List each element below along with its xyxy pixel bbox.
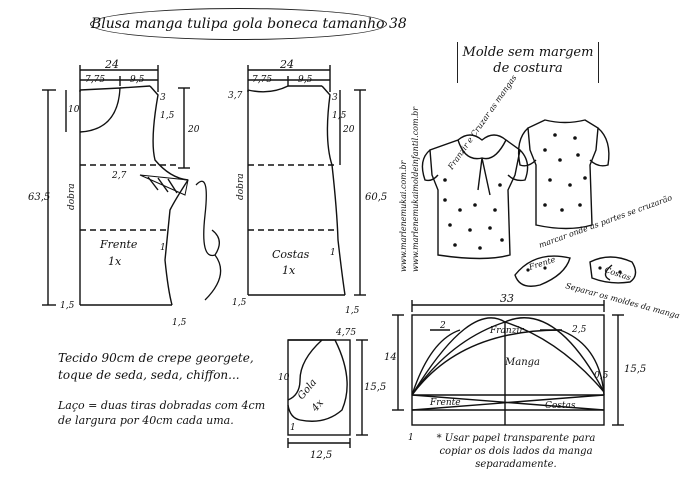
collar-bottom-offset: 1 (290, 423, 296, 433)
front-bust-dart: 2,7 (111, 171, 127, 181)
sleeve-height-left: 14 (384, 352, 397, 363)
back-height: 60,5 (365, 192, 387, 203)
note-box: Molde sem margem de costura (457, 42, 599, 83)
back-hem-left: 1,5 (232, 298, 247, 308)
laco-note: Laço = duas tiras dobradas com 4cm de la… (58, 398, 270, 428)
blouse-sketch-front (421, 134, 529, 260)
sleeve-left-mark: 2 (439, 321, 446, 331)
website-2: www.marlenemukaimoldeinfantil.com.br (411, 106, 420, 272)
blouse-sketch-back (517, 119, 610, 230)
front-neck-depth: 10 (68, 105, 80, 115)
collar-width: 12,5 (310, 450, 332, 461)
front-waist-offset: 1 (160, 243, 166, 253)
fabric-note-text: Tecido 90cm de crepe georgete, toque de … (58, 351, 254, 382)
back-neck-rise: 3,7 (228, 91, 243, 101)
laco-note-text: Laço = duas tiras dobradas com 4cm de la… (58, 399, 266, 427)
collar-piece (287, 339, 368, 448)
website-1: www.marlenemukai.com.br (399, 160, 408, 273)
front-width: 24 (104, 58, 119, 71)
page-title-text: Blusa manga tulipa gola boneca tamanho 3… (91, 16, 407, 32)
sleeve-costas: Costas (545, 401, 576, 411)
back-dobra: dobra (236, 173, 246, 200)
sketch-note-2: marcar onde as partes se cruzarão (538, 193, 674, 250)
back-width: 24 (279, 58, 294, 71)
back-hem-right: 1,5 (345, 306, 360, 316)
sleeve-bottom-mark: 1 (408, 433, 414, 443)
front-armhole: 20 (187, 125, 200, 135)
back-seg2: 9,5 (298, 75, 313, 85)
back-piece (247, 65, 366, 296)
collar-qty: 4x (309, 397, 326, 414)
sleeve-franzir: Franzir (489, 326, 524, 336)
collar-height: 10 (278, 373, 290, 383)
back-right-top: 3 (332, 93, 338, 103)
back-seg1: 7,75 (252, 75, 272, 85)
sleeve-note: * Usar papel transparente para copiar os… (432, 432, 600, 471)
sleeve-piece (392, 300, 624, 426)
front-seg2: 9,5 (130, 75, 145, 85)
sketch-note-1: Franzir e Cruzar as mangas (446, 73, 519, 172)
piece-costas: Costas (603, 265, 632, 282)
back-side-offset: 1,5 (332, 111, 347, 121)
back-label: Costas (272, 248, 310, 261)
note-box-text: Molde sem margem de costura (462, 45, 594, 76)
signature-scribble (195, 180, 222, 301)
front-seg1: 7,75 (85, 75, 105, 85)
front-dobra: dobra (67, 183, 77, 210)
collar-offset: 4,75 (335, 328, 356, 338)
sleeve-manga: Manga (504, 357, 540, 368)
back-armhole: 20 (342, 125, 355, 135)
back-waist-offset: 1 (330, 248, 336, 258)
back-qty: 1x (282, 264, 296, 277)
front-piece (42, 65, 190, 306)
sleeve-frente: Frente (429, 398, 461, 408)
front-label: Frente (99, 238, 138, 251)
collar-total-height: 15,5 (364, 382, 386, 393)
front-hem-offset: 1,5 (172, 318, 187, 328)
sleeve-height-right: 15,5 (624, 364, 646, 375)
front-right-top: 3 (160, 93, 166, 103)
front-side-offset: 1,5 (160, 111, 175, 121)
sleeve-right-mark: 2,5 (571, 325, 587, 335)
sleeve-side-mark: 0,5 (594, 371, 609, 381)
polka-dots (443, 133, 622, 274)
sleeve-width: 33 (500, 292, 514, 305)
sleeve-note-text: * Usar papel transparente para copiar os… (436, 433, 596, 470)
front-qty: 1x (108, 255, 122, 268)
page-title: Blusa manga tulipa gola boneca tamanho 3… (90, 8, 407, 40)
sleeve-sketch-pieces (514, 255, 637, 287)
front-height: 63,5 (28, 192, 50, 203)
fabric-note: Tecido 90cm de crepe georgete, toque de … (58, 350, 270, 384)
front-bottom-offset: 1,5 (60, 301, 75, 311)
